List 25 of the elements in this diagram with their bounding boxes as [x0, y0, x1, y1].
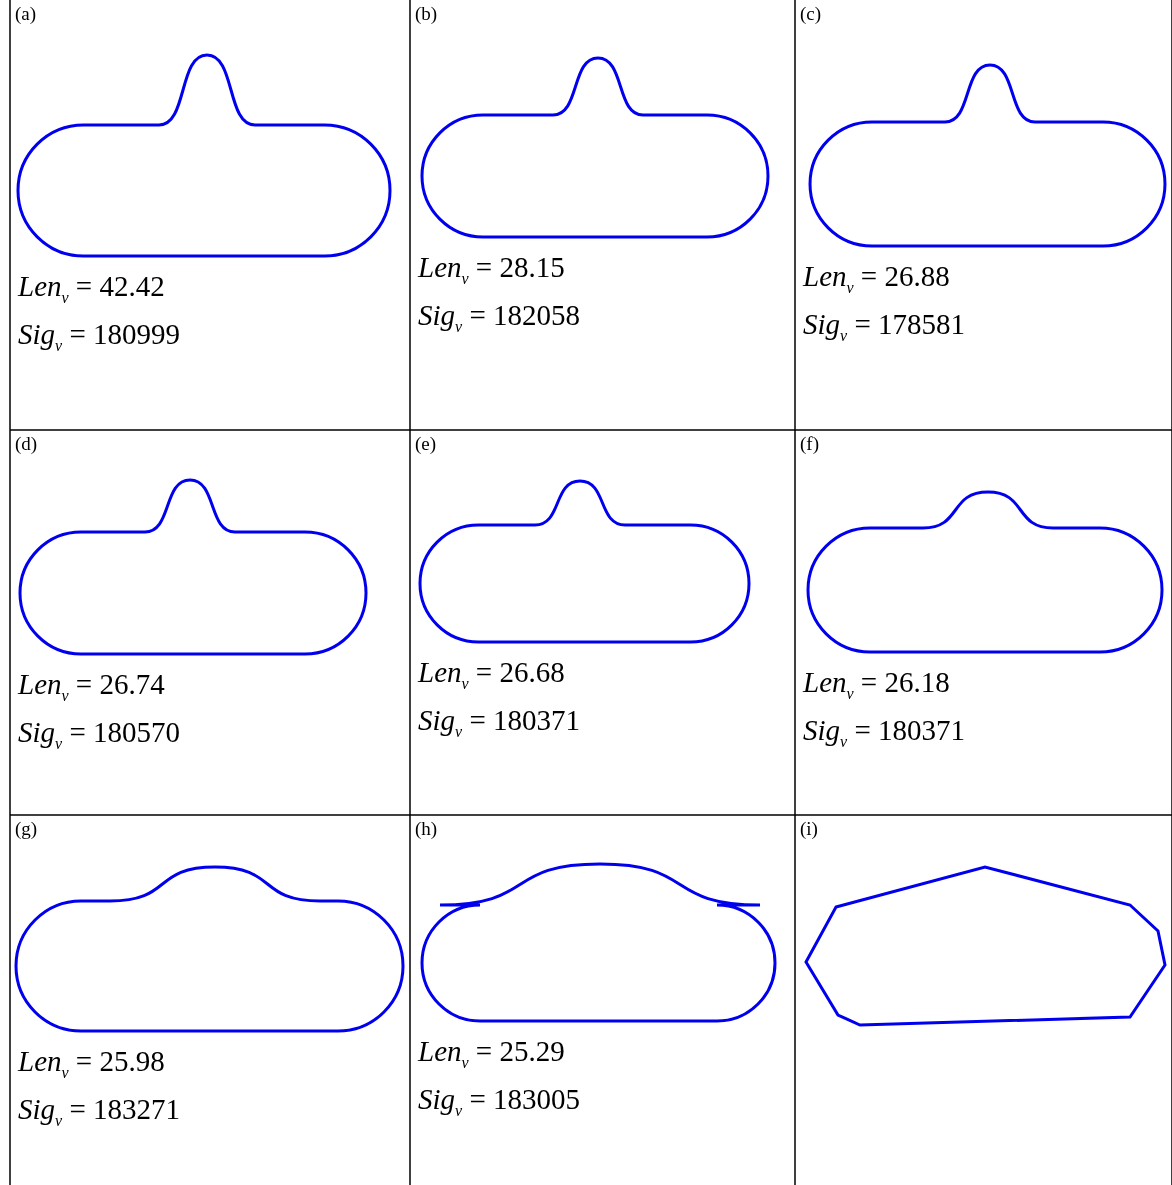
equation: Len$_{v}$ = 26.18: [803, 666, 950, 703]
panel-label: (g): [15, 818, 38, 840]
equation: Len$_{v}$ = 26.68: [418, 656, 565, 693]
equation: Sig$_{v}$ = 183005: [418, 1083, 581, 1120]
equation: Sig$_{v}$ = 180999: [18, 318, 181, 355]
panel-label: (a): [15, 3, 37, 25]
equation: Len$_{v}$ = 25.29: [418, 1035, 565, 1072]
equation: Sig$_{v}$ = 180371: [803, 714, 966, 751]
panel-label: (d): [15, 433, 38, 455]
panel-label: (i): [800, 818, 818, 840]
equation: Len$_{v}$ = 26.88: [803, 260, 950, 297]
equation: Len$_{v}$ = 42.42: [18, 270, 165, 307]
panel-label: (e): [415, 433, 437, 455]
panel-label: (h): [415, 818, 438, 840]
panel-label: (b): [415, 3, 438, 25]
equation: Sig$_{v}$ = 180570: [18, 716, 181, 753]
equation: Len$_{v}$ = 25.98: [18, 1045, 165, 1082]
panel-label: (f): [800, 433, 819, 455]
panel-label: (c): [800, 3, 822, 25]
equation: Sig$_{v}$ = 180371: [418, 704, 581, 741]
equation: Len$_{v}$ = 26.74: [18, 668, 165, 705]
equation: Sig$_{v}$ = 182058: [418, 299, 581, 336]
equation: Sig$_{v}$ = 178581: [803, 308, 966, 345]
equation: Sig$_{v}$ = 183271: [18, 1093, 181, 1130]
equation: Len$_{v}$ = 28.15: [418, 251, 565, 288]
